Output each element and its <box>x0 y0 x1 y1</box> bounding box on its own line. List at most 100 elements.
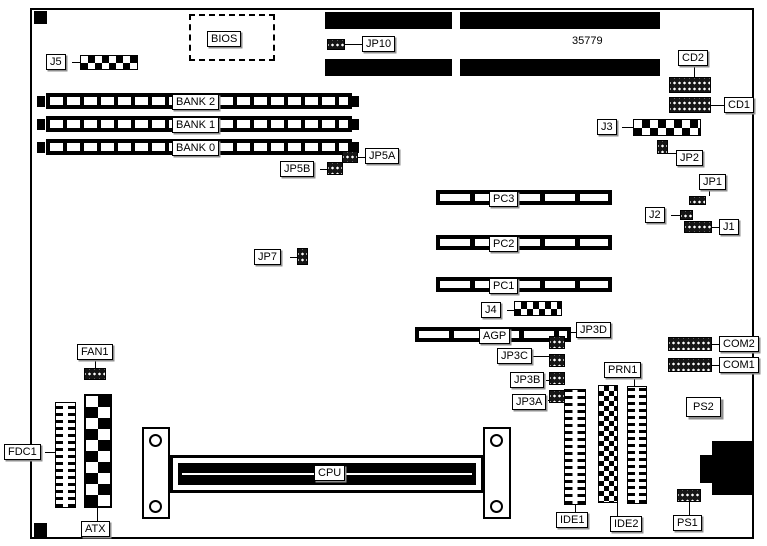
bios-label: BIOS <box>207 31 242 47</box>
cpu-label: CPU <box>314 465 346 481</box>
jp5b-jumper <box>327 162 343 175</box>
leader-line <box>533 356 549 357</box>
com2-label: COM2 <box>719 336 759 352</box>
bank2-clip <box>37 96 45 107</box>
leader-line <box>664 153 676 154</box>
mounting-hole <box>490 434 503 447</box>
j5-connector <box>80 55 138 70</box>
jp7-jumper <box>297 248 308 265</box>
leader-line <box>712 227 719 228</box>
fan1-connector <box>84 368 106 380</box>
leader-line <box>709 190 710 196</box>
bank2-clip <box>351 96 359 107</box>
fdc1-connector <box>55 402 76 508</box>
cd1-connector <box>669 97 711 113</box>
leader-line <box>634 378 635 386</box>
bank2-label: BANK 2 <box>172 94 220 110</box>
j1-connector <box>684 221 712 233</box>
leader-line <box>507 310 514 311</box>
keyboard-port <box>700 455 713 483</box>
leader-line <box>290 257 297 258</box>
pc1-slot <box>436 277 612 292</box>
isa-slot-bar <box>325 12 452 29</box>
j5-label: J5 <box>46 54 66 70</box>
isa-slot-bar <box>460 59 660 76</box>
fan1-label: FAN1 <box>77 344 113 360</box>
bank0-clip <box>351 142 359 153</box>
j3-label: J3 <box>597 119 617 135</box>
part-number: 35779 <box>572 35 603 47</box>
leader-line <box>694 66 695 77</box>
cd1-label: CD1 <box>724 97 755 113</box>
leader-line <box>358 157 365 158</box>
jp10-label: JP10 <box>362 36 396 52</box>
jp1-label: JP1 <box>699 174 726 190</box>
jp3b-jumper <box>549 372 565 385</box>
ide2-label: IDE2 <box>610 516 643 532</box>
jp3d-label: JP3D <box>576 322 611 338</box>
jp1-jumper <box>689 196 706 205</box>
jp5a-jumper <box>342 151 358 163</box>
keyboard-port <box>712 441 754 495</box>
com2-connector <box>668 337 712 351</box>
isa-slot-bar <box>460 12 660 29</box>
leader-line <box>72 62 80 63</box>
bank1-clip <box>37 119 45 130</box>
jp2-jumper <box>657 140 668 154</box>
leader-line <box>97 508 98 521</box>
j2-jumper <box>680 210 693 220</box>
jp5b-label: JP5B <box>280 161 315 177</box>
j2-label: J2 <box>645 207 665 223</box>
jp3d-jumper <box>549 336 565 349</box>
prn1-label: PRN1 <box>604 362 642 378</box>
leader-line <box>712 365 719 366</box>
leader-line <box>712 344 719 345</box>
leader-line <box>546 380 550 381</box>
mounting-hole <box>490 500 503 513</box>
leader-line <box>617 503 618 516</box>
jp5a-label: JP5A <box>365 148 400 164</box>
fdc1-label: FDC1 <box>4 444 41 460</box>
pc2-label: PC2 <box>489 236 519 252</box>
pc3-slot <box>436 190 612 205</box>
bank1-label: BANK 1 <box>172 117 220 133</box>
pc3-label: PC3 <box>489 191 519 207</box>
prn1-connector <box>627 386 647 504</box>
cd2-label: CD2 <box>678 50 709 66</box>
jp2-label: JP2 <box>676 150 703 166</box>
ide1-connector <box>564 389 586 505</box>
bank0-label: BANK 0 <box>172 140 220 156</box>
leader-line <box>45 452 55 453</box>
leader-line <box>622 127 633 128</box>
com1-label: COM1 <box>719 357 759 373</box>
atx-power-connector <box>84 394 112 508</box>
j4-label: J4 <box>481 302 501 318</box>
leader-line <box>711 105 724 106</box>
j4-connector <box>514 301 562 316</box>
leader-line <box>671 215 680 216</box>
leader-line <box>689 502 690 515</box>
ps1-label: PS1 <box>673 515 702 531</box>
agp-label: AGP <box>479 328 511 344</box>
cd2-connector <box>669 77 711 93</box>
jp3b-label: JP3B <box>510 372 545 388</box>
leader-line <box>345 44 362 45</box>
bank0-clip <box>37 142 45 153</box>
pc2-slot <box>436 235 612 250</box>
leader-line <box>575 505 576 512</box>
jp3c-jumper <box>549 354 565 367</box>
corner-mark-bottom-left <box>34 523 47 537</box>
atx-label: ATX <box>81 521 110 537</box>
leader-line <box>95 360 96 368</box>
j1-label: J1 <box>719 219 739 235</box>
ide1-label: IDE1 <box>556 512 589 528</box>
pc1-label: PC1 <box>489 278 519 294</box>
com1-connector <box>668 358 712 372</box>
j3-connector <box>633 119 701 136</box>
ide2-connector <box>598 385 618 503</box>
bank1-clip <box>351 119 359 130</box>
leader-line <box>320 169 327 170</box>
mounting-hole <box>149 500 162 513</box>
mounting-hole <box>149 434 162 447</box>
